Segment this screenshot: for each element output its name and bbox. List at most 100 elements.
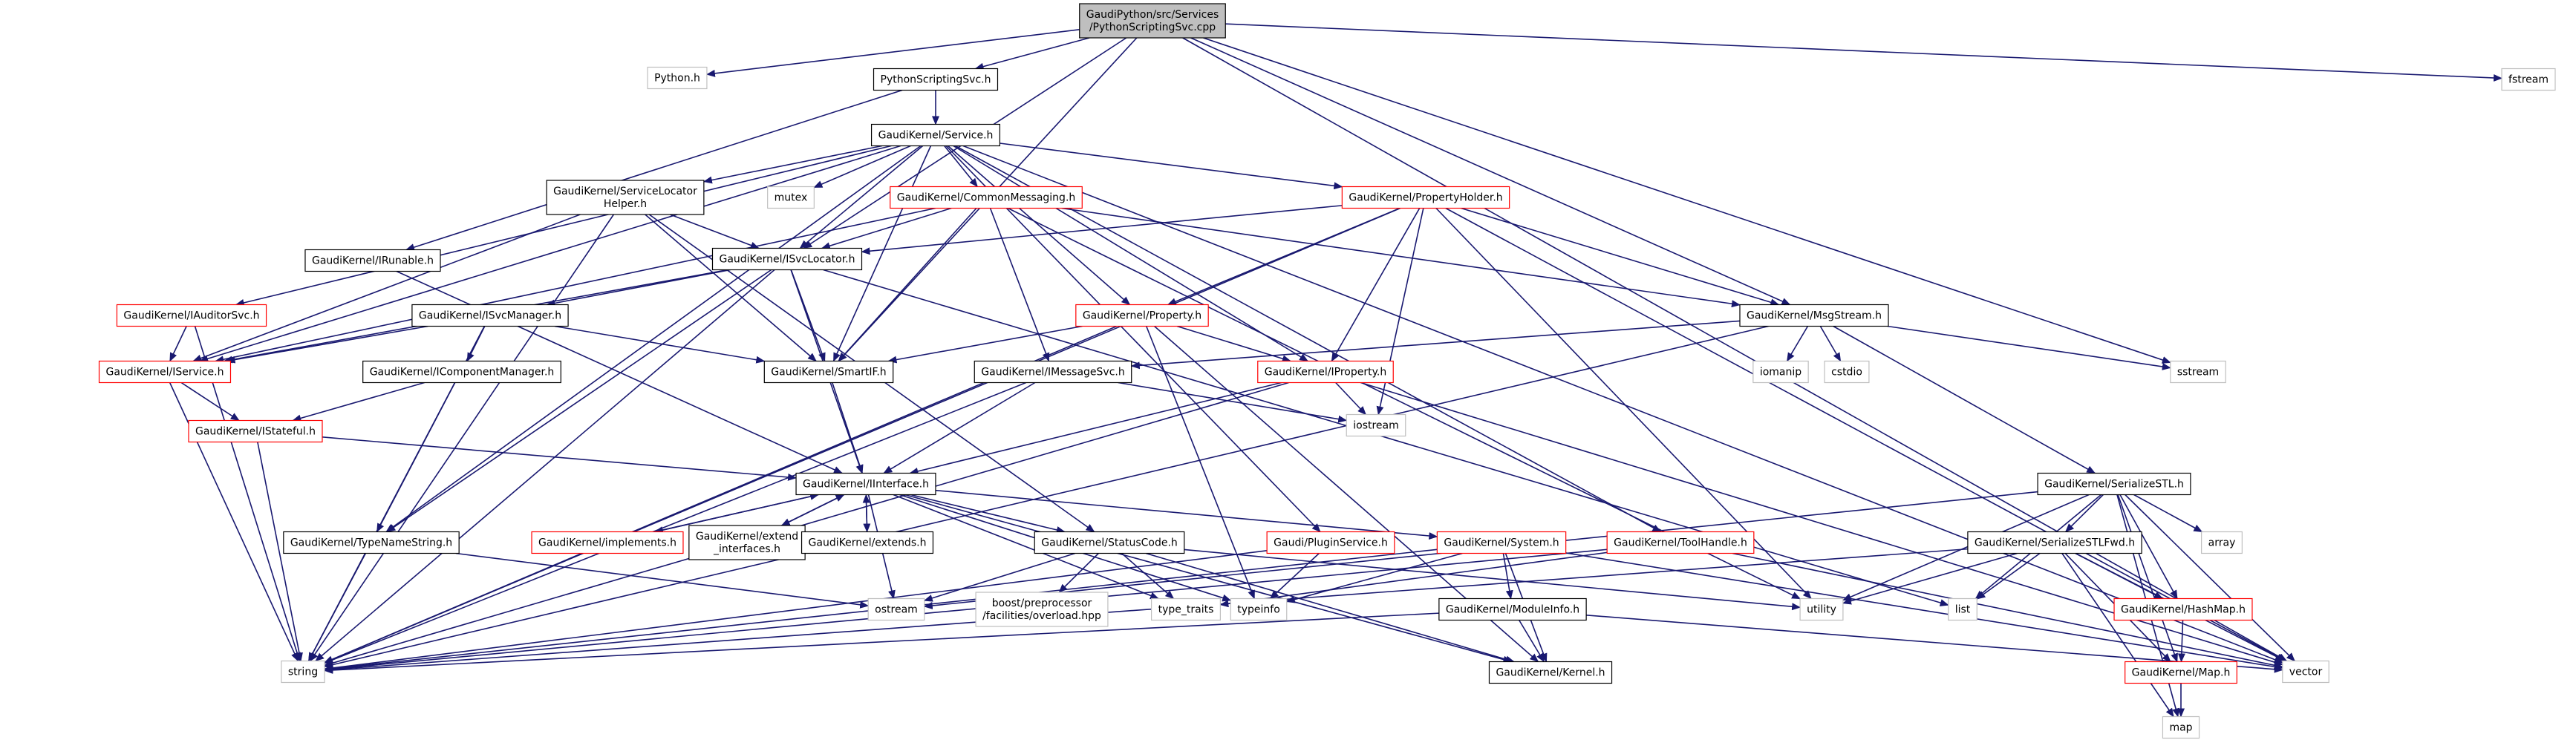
node-property-h[interactable]: GaudiKernel/Property.h [1075, 304, 1209, 327]
node-smartif-h[interactable]: GaudiKernel/SmartIF.h [763, 360, 894, 384]
node-box [362, 360, 561, 384]
node-moduleinfo-h[interactable]: GaudiKernel/ModuleInfo.h [1438, 597, 1587, 621]
node-box [1606, 531, 1755, 554]
node-implements-h[interactable]: GaudiKernel/implements.h [531, 531, 684, 554]
edge-system-h-to-moduleinfo-h [1502, 553, 1513, 600]
node-istateful-h[interactable]: GaudiKernel/IStateful.h [188, 419, 323, 443]
node-string: string [281, 660, 325, 684]
edge-serializestlfwd-h-to-utility [1842, 552, 2018, 605]
node-box [763, 360, 894, 384]
edge-hashmap-h-to-map-h [2177, 620, 2185, 663]
node-label: string [288, 667, 318, 678]
node-isvclocator-h[interactable]: GaudiKernel/ISvcLocator.h [711, 247, 863, 271]
dependency-nodes: GaudiPython/src/Services/PythonScripting… [98, 3, 2556, 739]
node-propertyholder-h[interactable]: GaudiKernel/PropertyHolder.h [1341, 186, 1510, 209]
node-box [1436, 531, 1567, 554]
node-commonmessaging-h[interactable]: GaudiKernel/CommonMessaging.h [890, 186, 1083, 209]
node-serializestlfwd-h[interactable]: GaudiKernel/SerializeSTLFwd.h [1967, 531, 2142, 554]
edge-property-h-to-typeinfo [1146, 326, 1255, 600]
node-typenamestring-h[interactable]: GaudiKernel/TypeNameString.h [283, 531, 460, 554]
node-label: iostream [1353, 420, 1399, 432]
edge-imessagesvc-h-to-string [324, 382, 1027, 664]
node-kernel-h[interactable]: GaudiKernel/Kernel.h [1488, 661, 1613, 684]
node-label: GaudiKernel/System.h [1444, 537, 1559, 549]
node-label: GaudiKernel/extend [696, 531, 798, 543]
edge-root-to-pythonscriptingsvc-h [974, 37, 1090, 71]
node-root[interactable]: GaudiPython/src/Services/PythonScripting… [1079, 3, 1226, 39]
edge-servicelocatorhelper-h-to-string [310, 214, 615, 662]
node-box [795, 472, 936, 496]
edge-typenamestring-h-to-ostream [455, 552, 870, 609]
node-map-h[interactable]: GaudiKernel/Map.h [2125, 661, 2237, 684]
node-label: GaudiKernel/ISvcLocator.h [719, 254, 855, 266]
node-pluginservice-h[interactable]: Gaudi/PluginService.h [1266, 531, 1395, 554]
edge-servicelocatorhelper-h-to-iservice-h [192, 214, 581, 362]
edge-service-h-to-typenamestring-h [385, 145, 922, 533]
node-irunable-h[interactable]: GaudiKernel/IRunable.h [304, 249, 441, 272]
node-utility: utility [1799, 597, 1844, 621]
edge-isvclocator-h-to-list [823, 269, 1949, 606]
node-toolhandle-h[interactable]: GaudiKernel/ToolHandle.h [1606, 531, 1755, 554]
edge-service-h-to-iauditorsvc-h [235, 145, 892, 307]
node-icomponentmanager-h[interactable]: GaudiKernel/IComponentManager.h [362, 360, 561, 384]
node-box [2170, 360, 2226, 384]
edge-msgstream-h-to-cstdio [1819, 326, 1842, 362]
node-extends-h[interactable]: GaudiKernel/extends.h [800, 531, 934, 554]
edge-servicelocatorhelper-h-to-isvclocator-h [670, 214, 760, 249]
node-boost-overload-hpp: boost/preprocessor/facilities/overload.h… [975, 592, 1109, 627]
node-label: GaudiKernel/Map.h [2132, 667, 2231, 679]
edge-imessagesvc-h-to-iostream [1118, 382, 1348, 423]
edge-pluginservice-h-to-string [324, 550, 1268, 672]
node-iservice-h[interactable]: GaudiKernel/IService.h [98, 360, 232, 384]
edge-propertyholder-h-to-iproperty-h [1331, 208, 1421, 362]
node-box [890, 186, 1083, 209]
node-list: list [1948, 597, 1977, 621]
node-iauditorsvc-h[interactable]: GaudiKernel/IAuditorSvc.h [116, 304, 267, 327]
edge-pluginservice-h-to-typeinfo [1269, 552, 1320, 600]
edge-serializestl-h-to-map-h [2117, 494, 2178, 663]
node-ostream: ostream [867, 597, 925, 621]
edge-istateful-h-to-iinterface-h [322, 436, 798, 481]
node-isvcmanager-h[interactable]: GaudiKernel/ISvcManager.h [411, 304, 569, 327]
edge-commonmessaging-h-to-isvclocator-h [821, 207, 952, 250]
node-label: GaudiKernel/SmartIF.h [771, 367, 886, 379]
edge-implements-h-to-iinterface-h [654, 493, 820, 533]
edge-serializestl-h-to-serializestlfwd-h [2064, 494, 2104, 533]
node-extend-interfaces-h[interactable]: GaudiKernel/extend_interfaces.h [688, 525, 806, 560]
node-label: GaudiKernel/ServiceLocator [553, 186, 697, 197]
edge-service-h-to-vector [962, 145, 2283, 664]
edge-iauditorsvc-h-to-iservice-h [169, 326, 187, 362]
node-service-h[interactable]: GaudiKernel/Service.h [870, 123, 1001, 147]
edge-commonmessaging-h-to-iservice-h [215, 207, 936, 364]
edge-serializestl-h-to-utility [1842, 494, 2090, 601]
node-system-h[interactable]: GaudiKernel/System.h [1436, 531, 1567, 554]
edge-serializestl-h-to-hashmap-h [2119, 494, 2178, 600]
edge-service-h-to-iproperty-h [953, 145, 1308, 362]
node-imessagesvc-h[interactable]: GaudiKernel/IMessageSvc.h [974, 360, 1132, 384]
edge-msgstream-h-to-serializestl-h [1833, 325, 2096, 474]
node-pythonscriptingsvc-h[interactable]: PythonScriptingSvc.h [873, 68, 999, 91]
node-label: /PythonScriptingSvc.cpp [1089, 22, 1216, 33]
edge-root-to-fstream [1225, 23, 2503, 82]
node-box [2037, 472, 2191, 496]
edge-msgstream-h-to-string [324, 325, 1769, 669]
node-label: GaudiKernel/SerializeSTL.h [2044, 479, 2184, 491]
node-typeinfo: typeinfo [1230, 597, 1288, 621]
node-label: GaudiKernel/IInterface.h [803, 479, 929, 491]
node-iproperty-h[interactable]: GaudiKernel/IProperty.h [1257, 360, 1394, 384]
edge-pythonscriptingsvc-h-to-irunable-h [405, 89, 903, 251]
edge-isvclocator-h-to-isvcmanager-h [546, 269, 731, 307]
node-hashmap-h[interactable]: GaudiKernel/HashMap.h [2113, 597, 2253, 621]
edge-isvclocator-h-to-string [315, 269, 775, 662]
node-label: GaudiKernel/extends.h [809, 537, 927, 549]
node-serializestl-h[interactable]: GaudiKernel/SerializeSTL.h [2037, 472, 2191, 496]
node-statuscode-h[interactable]: GaudiKernel/StatusCode.h [1034, 531, 1185, 554]
node-box [1967, 531, 2142, 554]
node-msgstream-h[interactable]: GaudiKernel/MsgStream.h [1739, 304, 1889, 327]
edge-iservice-h-to-istateful-h [180, 382, 240, 422]
node-box [1079, 3, 1226, 39]
edge-propertyholder-h-to-isvclocator-h [861, 205, 1343, 255]
node-box [1230, 597, 1288, 621]
node-iinterface-h[interactable]: GaudiKernel/IInterface.h [795, 472, 936, 496]
